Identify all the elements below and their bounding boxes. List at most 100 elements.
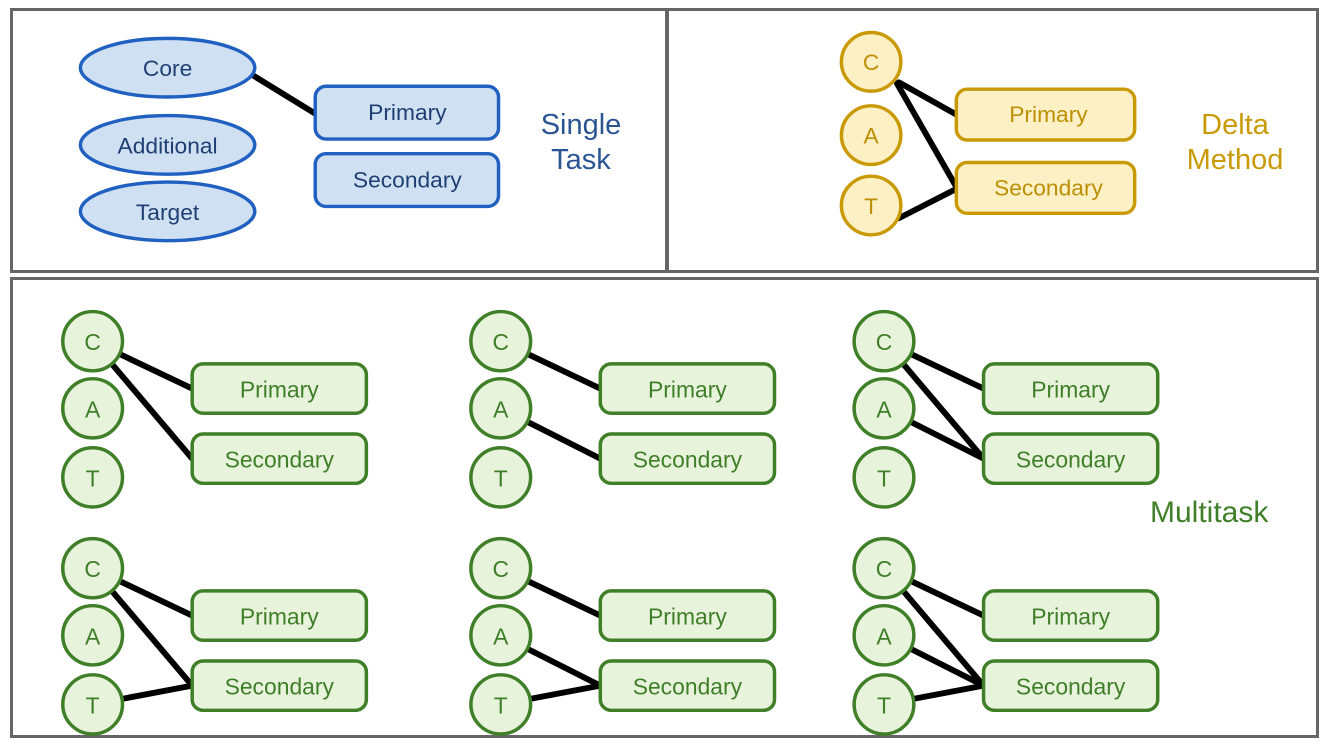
node-A[interactable]: A xyxy=(852,603,916,667)
edge-C-secondary xyxy=(898,359,987,462)
edge-A-secondary xyxy=(905,644,987,689)
node-T[interactable]: T xyxy=(469,673,533,736)
node-secondary[interactable]: Secondary xyxy=(598,432,777,486)
node-C-shape xyxy=(852,536,916,600)
node-T-shape xyxy=(852,446,916,509)
node-additional-shape xyxy=(78,113,257,176)
node-primary[interactable]: Primary xyxy=(190,589,369,642)
node-primary[interactable]: Primary xyxy=(190,362,369,415)
node-primary[interactable]: Primary xyxy=(598,589,777,642)
node-target-shape xyxy=(78,180,257,243)
panel-delta-method: C A T Primary Secondary xyxy=(666,8,1319,273)
node-A[interactable]: A xyxy=(469,376,533,440)
node-secondary[interactable]: Secondary xyxy=(313,151,501,209)
node-primary[interactable]: Primary xyxy=(598,362,777,415)
node-T-shape xyxy=(469,673,533,736)
edge-C-secondary xyxy=(898,586,987,689)
panel-title-delta-method: Delta Method xyxy=(1186,109,1284,176)
node-T-shape xyxy=(61,673,125,736)
node-T[interactable]: T xyxy=(852,673,916,736)
node-T-label: T xyxy=(494,692,508,718)
node-C[interactable]: C xyxy=(852,536,916,600)
node-T-label: T xyxy=(86,465,100,491)
edge-C-secondary xyxy=(893,80,960,190)
node-C-shape xyxy=(469,536,533,600)
panel-title-multitask: Multitask xyxy=(1150,496,1269,529)
edge-core-primary xyxy=(243,68,319,117)
node-secondary[interactable]: Secondary xyxy=(981,432,1160,486)
node-primary[interactable]: Primary xyxy=(954,87,1137,142)
node-T[interactable]: T xyxy=(469,446,533,509)
node-core[interactable]: Core xyxy=(78,36,257,99)
node-T[interactable]: T xyxy=(61,446,125,509)
single-task-graph: Core Additional Target Primary Secondary xyxy=(78,36,501,243)
edge-C-primary xyxy=(114,577,196,619)
edge-T-secondary xyxy=(525,682,604,703)
node-A[interactable]: A xyxy=(61,603,125,667)
node-secondary[interactable]: Secondary xyxy=(190,659,369,713)
node-A[interactable]: A xyxy=(61,376,125,440)
node-C-label: C xyxy=(492,556,509,582)
node-secondary-label: Secondary xyxy=(1016,674,1126,700)
panel-single-task: Core Additional Target Primary Secondary xyxy=(10,8,668,273)
node-C[interactable]: C xyxy=(469,309,533,373)
edge-C-primary xyxy=(906,577,987,619)
node-additional[interactable]: Additional xyxy=(78,113,257,176)
node-A-shape xyxy=(852,603,916,667)
node-target-label: Target xyxy=(136,200,200,225)
node-C-label: C xyxy=(876,556,893,582)
node-T[interactable]: T xyxy=(852,446,916,509)
node-secondary[interactable]: Secondary xyxy=(190,432,369,486)
node-C[interactable]: C xyxy=(839,30,903,93)
edge-C-primary xyxy=(522,350,604,392)
node-T-shape xyxy=(839,174,903,237)
panel-title-single-task: Single Task xyxy=(540,109,622,176)
node-primary[interactable]: Primary xyxy=(981,589,1160,642)
edge-T-secondary xyxy=(908,682,987,703)
node-primary[interactable]: Primary xyxy=(313,84,501,141)
node-C-label: C xyxy=(84,556,101,582)
node-A-label: A xyxy=(85,396,101,422)
node-C[interactable]: C xyxy=(61,309,125,373)
edge-C-primary xyxy=(522,577,604,619)
node-A[interactable]: A xyxy=(839,104,903,167)
node-primary-shape xyxy=(981,589,1160,642)
edge-C-secondary xyxy=(107,359,196,462)
node-C-label: C xyxy=(876,329,893,355)
node-T-shape xyxy=(469,446,533,509)
node-T[interactable]: T xyxy=(61,673,125,736)
node-secondary-label: Secondary xyxy=(225,674,335,700)
node-secondary[interactable]: Secondary xyxy=(954,160,1137,216)
node-secondary-label: Secondary xyxy=(1016,447,1126,473)
node-T-label: T xyxy=(864,194,878,219)
node-secondary-shape xyxy=(981,432,1160,486)
node-primary-shape xyxy=(598,589,777,642)
node-primary-shape xyxy=(190,362,369,415)
node-target[interactable]: Target xyxy=(78,180,257,243)
node-C[interactable]: C xyxy=(61,536,125,600)
node-secondary[interactable]: Secondary xyxy=(981,659,1160,713)
edge-T-secondary xyxy=(117,682,196,703)
node-primary-label: Primary xyxy=(240,604,319,630)
node-secondary-label: Secondary xyxy=(225,447,335,473)
node-primary[interactable]: Primary xyxy=(981,362,1160,415)
node-A-shape xyxy=(469,376,533,440)
node-primary-label: Primary xyxy=(648,604,727,630)
node-C[interactable]: C xyxy=(852,309,916,373)
multitask-graph: CATPrimarySecondaryCATPrimarySecondaryCA… xyxy=(61,309,1160,736)
node-secondary[interactable]: Secondary xyxy=(598,659,777,713)
node-A-shape xyxy=(852,376,916,440)
edge-A-secondary xyxy=(905,417,987,462)
node-A[interactable]: A xyxy=(469,603,533,667)
node-primary-shape xyxy=(981,362,1160,415)
node-T[interactable]: T xyxy=(839,174,903,237)
node-C[interactable]: C xyxy=(469,536,533,600)
node-A-label: A xyxy=(85,623,101,649)
edge-A-secondary xyxy=(522,644,604,689)
node-A[interactable]: A xyxy=(852,376,916,440)
node-T-label: T xyxy=(877,692,891,718)
